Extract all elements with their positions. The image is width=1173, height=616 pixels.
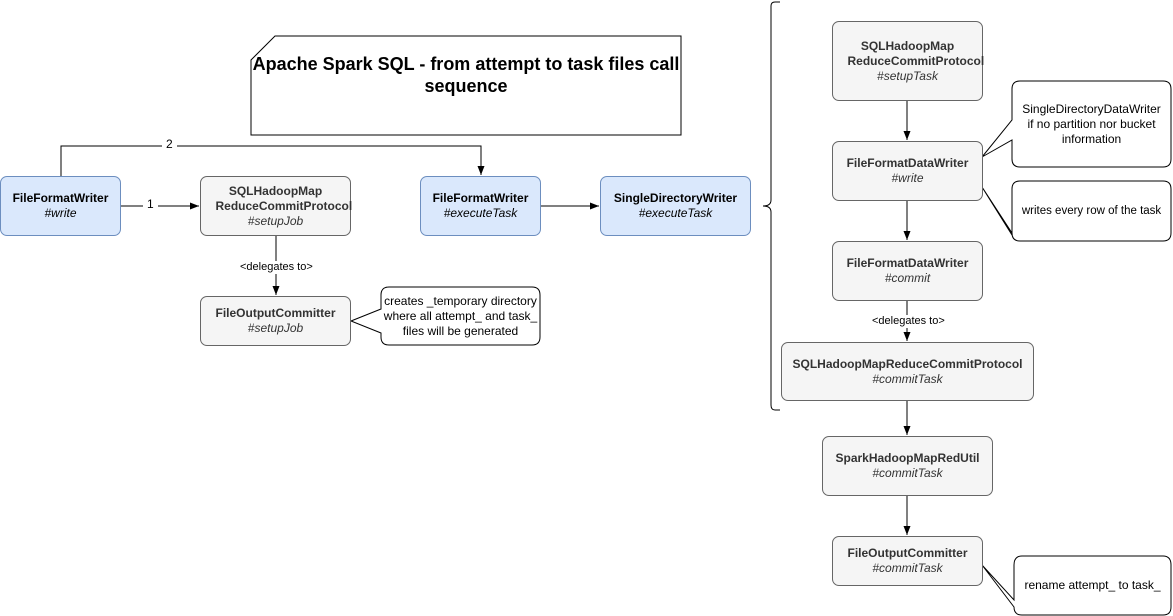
note-rename: rename attempt_ to task_ xyxy=(1024,578,1161,592)
node-method: #write xyxy=(44,206,77,220)
edge-label-2: 2 xyxy=(162,138,177,151)
edge-label-1: 1 xyxy=(143,198,158,211)
node-title: SQLHadoopMap ReduceCommitProtocol xyxy=(215,183,353,213)
node-title: SingleDirectoryWriter xyxy=(613,191,738,205)
diagram-title: Apache Spark SQL - from attempt to task … xyxy=(252,54,680,96)
node-sparkhadoopmapredutil-committask[interactable]: SparkHadoopMapRedUtil #commitTask xyxy=(822,436,993,496)
node-title: FileOutputCommitter xyxy=(847,546,968,560)
node-title: FileOutputCommitter xyxy=(215,306,336,320)
node-method: #executeTask xyxy=(443,206,518,220)
node-title: FileFormatDataWriter xyxy=(846,256,969,270)
node-title: FileFormatWriter xyxy=(432,191,529,205)
node-fileformatwriter-write[interactable]: FileFormatWriter #write xyxy=(0,176,121,236)
callout-writes-rows xyxy=(981,180,1172,242)
node-title: FileFormatDataWriter xyxy=(846,156,969,170)
node-sqlhadoop-setupjob[interactable]: SQLHadoopMap ReduceCommitProtocol #setup… xyxy=(200,176,353,236)
node-method: #commitTask xyxy=(872,371,943,386)
node-sqlhadoop-committask[interactable]: SQLHadoopMapReduceCommitProtocol #commit… xyxy=(781,342,1034,401)
node-fileformatdatawriter-commit[interactable]: FileFormatDataWriter #commit xyxy=(832,241,983,301)
callout-rename xyxy=(981,555,1172,616)
task-group-brace xyxy=(762,1,780,411)
note-temporary-dir: creates _temporary directory where all a… xyxy=(383,293,538,338)
node-fileformatdatawriter-write[interactable]: FileFormatDataWriter #write xyxy=(832,141,983,201)
node-sqlhadoop-setuptask[interactable]: SQLHadoopMap ReduceCommitProtocol #setup… xyxy=(832,21,985,101)
callout-single-dir-writer xyxy=(981,80,1172,168)
note-single-dir-writer: SingleDirectoryDataWriter if no partitio… xyxy=(1022,101,1161,146)
title-card xyxy=(250,35,682,136)
node-method: #setupJob xyxy=(247,321,304,335)
edge-write-to-executetask xyxy=(60,145,485,176)
node-title: FileFormatWriter xyxy=(12,191,109,205)
node-singledirectorywriter-executetask[interactable]: SingleDirectoryWriter #executeTask xyxy=(600,176,751,236)
node-title: SQLHadoopMap ReduceCommitProtocol xyxy=(847,38,985,68)
node-method: #commitTask xyxy=(872,561,943,575)
node-fileoutputcommitter-setupjob[interactable]: FileOutputCommitter #setupJob xyxy=(200,296,351,346)
node-title: SparkHadoopMapRedUtil xyxy=(835,451,980,465)
node-fileformatwriter-executetask[interactable]: FileFormatWriter #executeTask xyxy=(420,176,541,236)
node-method: #commit xyxy=(884,271,931,285)
node-method: #executeTask xyxy=(638,206,713,220)
node-method: #write xyxy=(891,171,924,185)
note-writes-rows: writes every row of the task xyxy=(1021,204,1162,217)
edge-label-delegates-to-commit: <delegates to> xyxy=(872,315,945,328)
node-fileoutputcommitter-committask[interactable]: FileOutputCommitter #commitTask xyxy=(832,536,983,586)
edge-label-delegates-to: <delegates to> xyxy=(240,261,313,274)
node-method: #setupTask xyxy=(877,68,938,83)
node-method: #setupJob xyxy=(247,213,304,228)
node-method: #commitTask xyxy=(872,466,943,480)
callout-temporary-dir xyxy=(349,286,541,346)
node-title: SQLHadoopMapReduceCommitProtocol xyxy=(792,356,1023,371)
